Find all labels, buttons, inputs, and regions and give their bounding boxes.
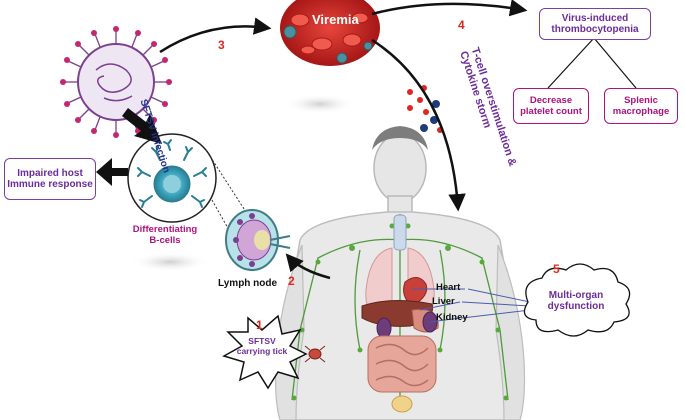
decrease-platelet-box: Decrease platelet count xyxy=(513,88,589,124)
lymph-node-icon xyxy=(225,209,291,271)
lymph-nodes-dots xyxy=(291,215,509,401)
step-2-number: 2 xyxy=(288,274,295,288)
impaired-response-box: Impaired host Immune response xyxy=(4,158,96,200)
shadow-blob xyxy=(284,94,356,114)
differentiating-bcells-label: Differentiating B-cells xyxy=(132,224,198,246)
arrow-2-body-to-lymph xyxy=(285,253,331,280)
immune-cell-dots xyxy=(407,85,443,133)
multi-organ-cloud xyxy=(523,263,631,337)
kidney-label: Kidney xyxy=(436,312,468,323)
sftsv-virus-icon xyxy=(60,26,172,138)
impaired-response-label: Impaired host Immune response xyxy=(7,168,93,190)
arrow-3-virus-to-viremia xyxy=(159,17,272,54)
splenic-macrophage-label: Splenic macrophage xyxy=(612,95,670,117)
tick-starburst xyxy=(222,314,308,390)
step-5-number: 5 xyxy=(553,262,560,276)
decrease-platelet-label: Decrease platelet count xyxy=(520,95,582,117)
thrombocytopenia-branches xyxy=(547,37,637,89)
splenic-macrophage-box: Splenic macrophage xyxy=(604,88,678,124)
trachea xyxy=(393,214,407,251)
thrombocytopenia-box: Virus-induced thrombocytopenia xyxy=(539,8,651,40)
step-3-number: 3 xyxy=(218,38,225,52)
arrow-viremia-to-body xyxy=(371,38,466,212)
bcell-magnified-view xyxy=(127,133,217,223)
block-arrow-left xyxy=(96,158,128,186)
tick-icon xyxy=(304,345,326,363)
step-1-number: 1 xyxy=(256,318,263,332)
heart-label: Heart xyxy=(436,282,461,293)
viremia-blood-image xyxy=(280,0,380,66)
tick-label: SFTSV carrying tick xyxy=(236,336,288,356)
heart-organ xyxy=(403,277,428,307)
thrombocytopenia-label: Virus-induced thrombocytopenia xyxy=(551,13,639,35)
block-arrow-down xyxy=(122,108,162,144)
viremia-label: Viremia xyxy=(312,12,359,27)
kidney-left xyxy=(376,317,392,339)
shadow-blob xyxy=(130,252,210,272)
intestines xyxy=(367,335,437,393)
organ-connector-lines xyxy=(412,288,531,323)
multi-organ-label: Multi-organ dysfunction xyxy=(547,290,605,312)
step-4-number: 4 xyxy=(458,18,465,32)
bladder xyxy=(391,395,413,413)
lymph-node-label: Lymph node xyxy=(218,278,278,289)
arrow-4-viremia-to-thrombocytopenia xyxy=(371,0,528,17)
liver-label: Liver xyxy=(432,296,455,307)
